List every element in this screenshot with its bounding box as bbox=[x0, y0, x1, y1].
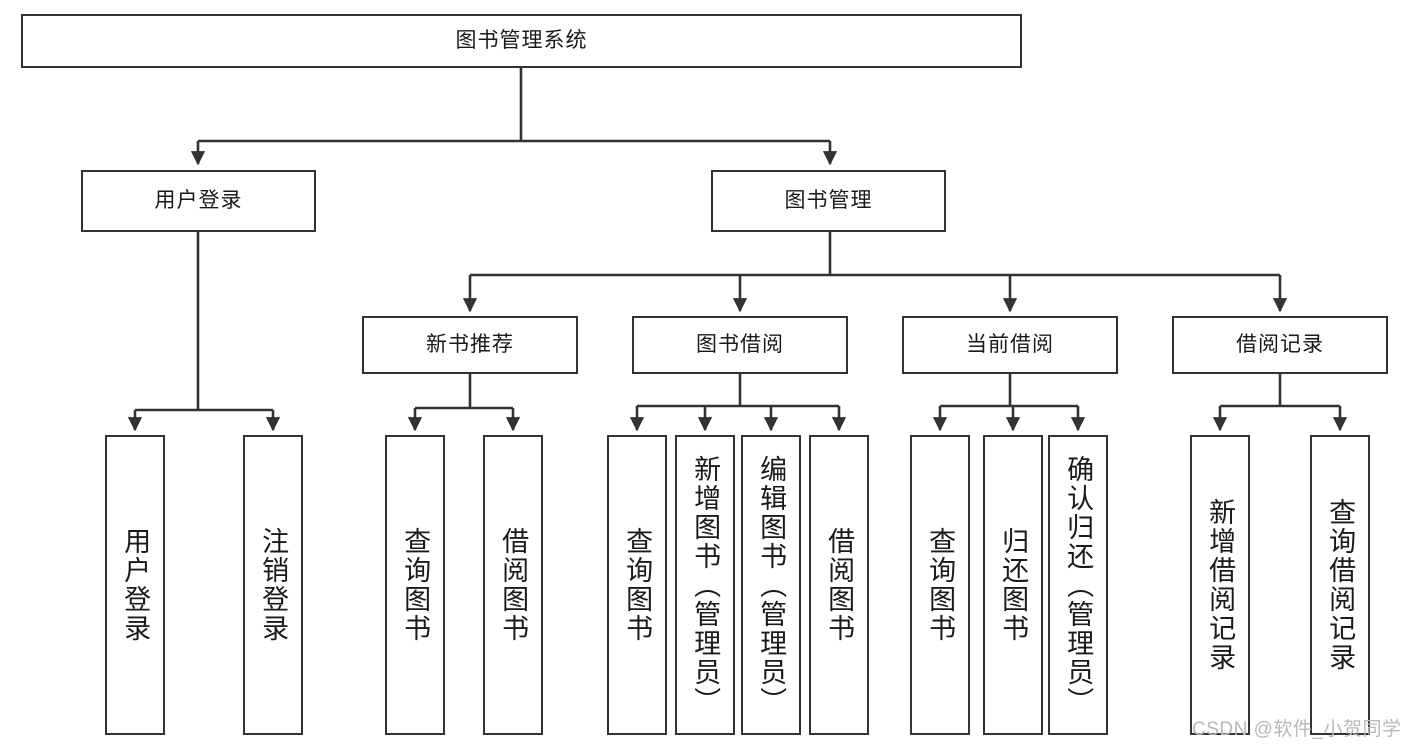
node-current-borrow[interactable]: 当前借阅 bbox=[902, 316, 1118, 374]
node-leaf-borrow-book-bor[interactable]: 借阅图书 bbox=[809, 435, 869, 735]
node-leaf-add-record-label: 新增借阅记录 bbox=[1205, 498, 1236, 672]
node-leaf-borrow-book-bor-label: 借阅图书 bbox=[824, 527, 855, 643]
node-leaf-edit-book[interactable]: 编辑图书（管理员） bbox=[741, 435, 801, 735]
node-user-login[interactable]: 用户登录 bbox=[81, 170, 316, 232]
node-leaf-confirm-return-label: 确认归还（管理员） bbox=[1063, 454, 1094, 716]
node-leaf-query-record-label: 查询借阅记录 bbox=[1325, 498, 1356, 672]
node-leaf-logout-login-label: 注销登录 bbox=[258, 527, 289, 643]
node-new-book-recommend-label: 新书推荐 bbox=[426, 333, 514, 357]
node-leaf-borrow-book-rec[interactable]: 借阅图书 bbox=[483, 435, 543, 735]
node-root[interactable]: 图书管理系统 bbox=[21, 14, 1022, 68]
node-leaf-borrow-book-rec-label: 借阅图书 bbox=[498, 527, 529, 643]
node-book-manage-label: 图书管理 bbox=[784, 189, 873, 213]
node-leaf-query-book-cur-label: 查询图书 bbox=[925, 527, 956, 643]
node-leaf-user-login[interactable]: 用户登录 bbox=[105, 435, 165, 735]
node-leaf-edit-book-label: 编辑图书（管理员） bbox=[756, 454, 787, 716]
node-leaf-return-book-label: 归还图书 bbox=[998, 527, 1029, 643]
node-leaf-confirm-return[interactable]: 确认归还（管理员） bbox=[1048, 435, 1108, 735]
node-book-borrow[interactable]: 图书借阅 bbox=[632, 316, 848, 374]
node-leaf-query-book-cur[interactable]: 查询图书 bbox=[910, 435, 970, 735]
node-leaf-user-login-label: 用户登录 bbox=[120, 527, 151, 643]
node-root-label: 图书管理系统 bbox=[455, 29, 588, 53]
node-leaf-query-book-rec[interactable]: 查询图书 bbox=[385, 435, 445, 735]
node-leaf-add-book-label: 新增图书（管理员） bbox=[690, 454, 721, 716]
node-leaf-logout-login[interactable]: 注销登录 bbox=[243, 435, 303, 735]
node-book-borrow-label: 图书借阅 bbox=[696, 333, 784, 357]
node-book-manage[interactable]: 图书管理 bbox=[711, 170, 946, 232]
node-leaf-query-book-bor-label: 查询图书 bbox=[622, 527, 653, 643]
node-current-borrow-label: 当前借阅 bbox=[966, 333, 1054, 357]
node-leaf-query-record[interactable]: 查询借阅记录 bbox=[1310, 435, 1370, 735]
node-leaf-query-book-bor[interactable]: 查询图书 bbox=[607, 435, 667, 735]
node-new-book-recommend[interactable]: 新书推荐 bbox=[362, 316, 578, 374]
node-borrow-record[interactable]: 借阅记录 bbox=[1172, 316, 1388, 374]
node-leaf-query-book-rec-label: 查询图书 bbox=[400, 527, 431, 643]
node-leaf-return-book[interactable]: 归还图书 bbox=[983, 435, 1043, 735]
node-user-login-label: 用户登录 bbox=[154, 189, 243, 213]
node-leaf-add-book[interactable]: 新增图书（管理员） bbox=[675, 435, 735, 735]
node-borrow-record-label: 借阅记录 bbox=[1236, 333, 1324, 357]
node-leaf-add-record[interactable]: 新增借阅记录 bbox=[1190, 435, 1250, 735]
